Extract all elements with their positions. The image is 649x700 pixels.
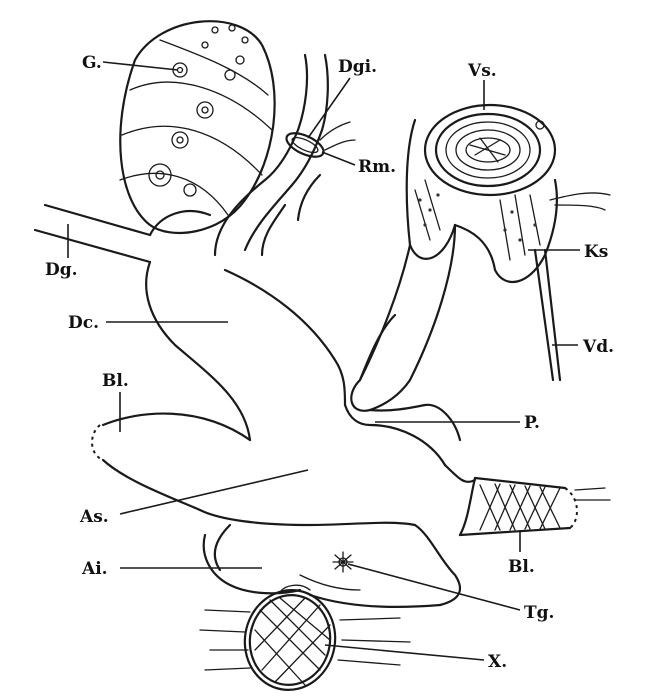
label-g: G.	[82, 53, 102, 73]
atrium	[198, 403, 462, 609]
label-bl-left: Bl.	[102, 371, 129, 391]
label-ks: Ks	[584, 242, 608, 262]
vitelline-duct	[213, 53, 356, 257]
labels: G. Dgi. Vs. Rm. Ks Dg. Dc. Vd. Bl. P. As…	[45, 53, 614, 672]
label-bl-right: Bl.	[508, 557, 535, 577]
label-vs: Vs.	[467, 61, 497, 81]
bursa-left	[91, 412, 252, 512]
germarium	[119, 20, 276, 235]
label-x: X.	[488, 652, 507, 672]
male-organ	[350, 103, 611, 442]
female-canal	[33, 203, 347, 442]
bursa-right	[443, 463, 611, 537]
label-dgi: Dgi.	[338, 57, 377, 77]
tg-spot	[332, 551, 354, 573]
leader-lines	[67, 61, 580, 661]
label-as: As.	[79, 507, 109, 527]
egg-capsule	[199, 584, 411, 691]
label-rm: Rm.	[358, 157, 396, 177]
label-tg: Tg.	[524, 603, 554, 623]
label-ai: Ai.	[81, 559, 108, 579]
label-dg: Dg.	[45, 260, 78, 280]
label-p: P.	[524, 413, 540, 433]
label-vd: Vd.	[582, 337, 614, 357]
label-dc: Dc.	[68, 313, 99, 333]
